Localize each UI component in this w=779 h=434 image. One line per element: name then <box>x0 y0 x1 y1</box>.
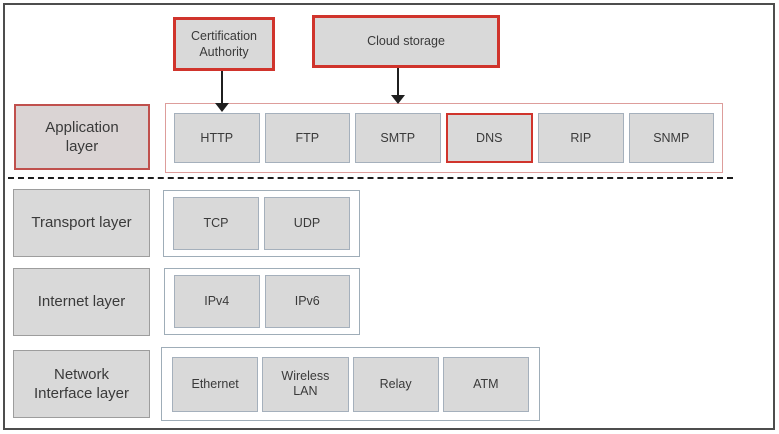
arrow-cloud-to-smtp <box>397 68 399 95</box>
protocol-box-smtp: SMTP <box>355 113 441 163</box>
internet-protocols-container: IPv4 IPv6 <box>164 268 360 335</box>
protocol-box-tcp: TCP <box>173 197 259 250</box>
protocol-box-http: HTTP <box>174 113 260 163</box>
protocol-box-wireless-lan: Wireless LAN <box>262 356 349 412</box>
layer-label-application: Application layer <box>14 104 150 170</box>
layer-label-internet: Internet layer <box>13 268 150 336</box>
layer-label-network-interface: Network Interface layer <box>13 350 150 418</box>
network-interface-protocols-container: Ethernet Wireless LAN Relay ATM <box>161 347 540 421</box>
protocol-box-udp: UDP <box>264 197 350 250</box>
protocol-box-atm: ATM <box>442 356 529 412</box>
protocol-box-dns: DNS <box>445 113 533 163</box>
application-transport-divider <box>8 177 733 179</box>
protocol-box-ipv6: IPv6 <box>264 275 350 328</box>
protocol-box-ipv4: IPv4 <box>174 275 260 328</box>
diagram-frame <box>3 3 775 430</box>
arrowhead-down-icon <box>215 103 229 112</box>
certification-authority-box: Certification Authority <box>173 17 275 71</box>
layer-label-transport: Transport layer <box>13 189 150 257</box>
arrowhead-down-icon <box>391 95 405 104</box>
application-protocols-container: HTTP FTP SMTP DNS RIP SNMP <box>165 103 723 173</box>
protocol-box-ethernet: Ethernet <box>172 356 259 412</box>
arrow-certification-to-http <box>221 71 223 103</box>
cloud-storage-box: Cloud storage <box>312 15 500 68</box>
protocol-box-snmp: SNMP <box>628 113 714 163</box>
transport-protocols-container: TCP UDP <box>163 190 360 257</box>
protocol-box-relay: Relay <box>352 356 439 412</box>
protocol-box-ftp: FTP <box>264 113 350 163</box>
protocol-box-rip: RIP <box>538 113 624 163</box>
